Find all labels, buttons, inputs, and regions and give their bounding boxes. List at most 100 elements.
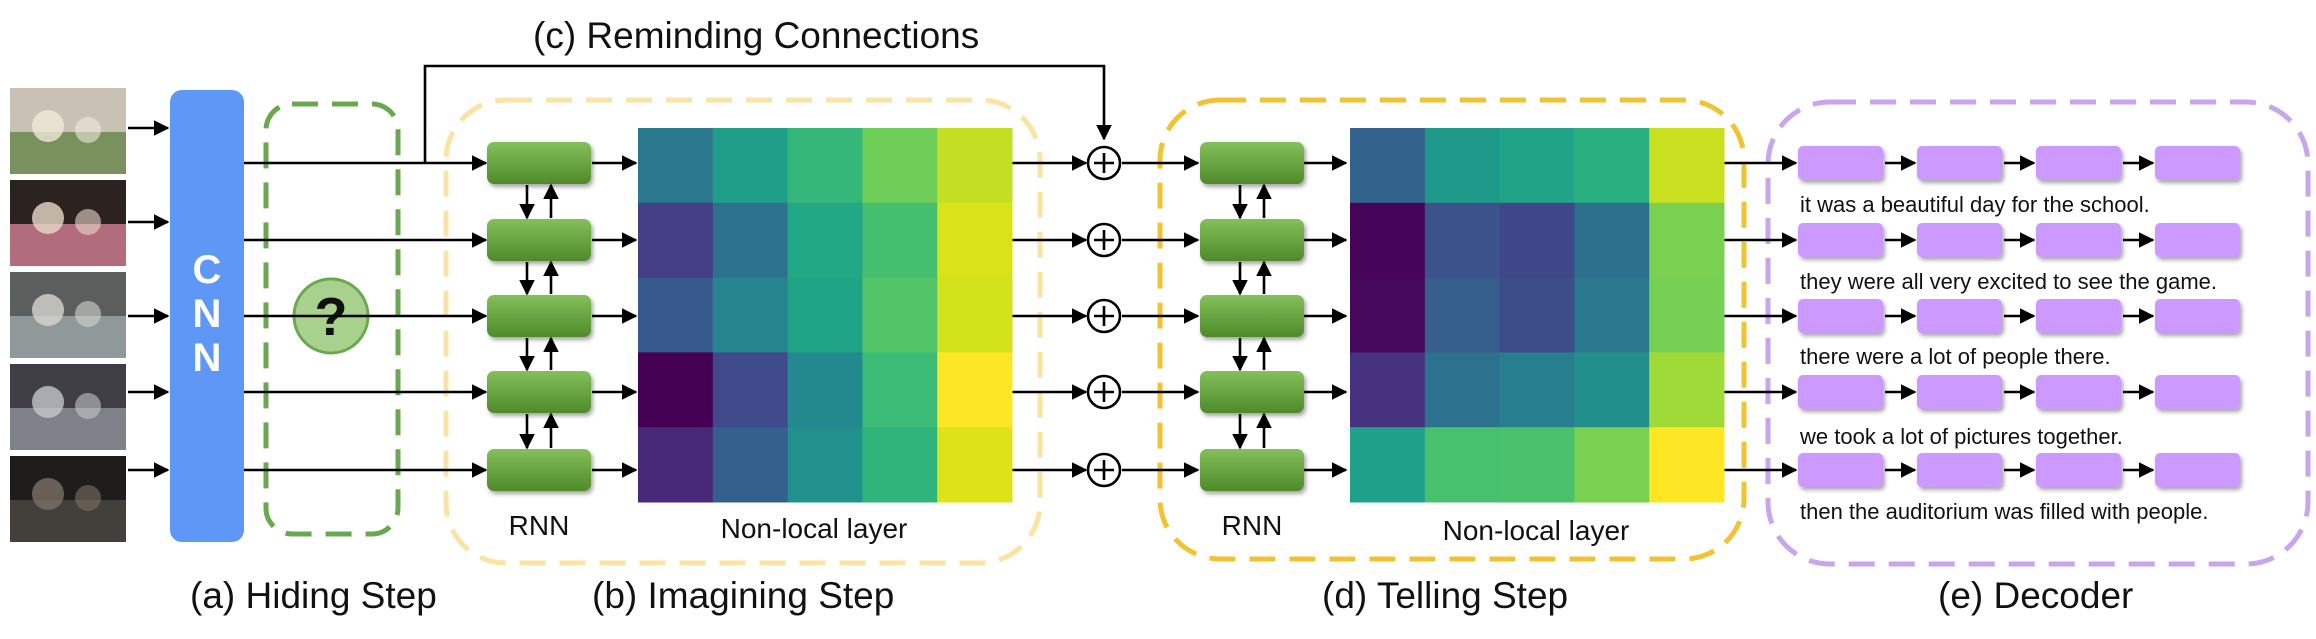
decoder-cell-r2-c2 (1917, 223, 2002, 257)
decoder-cell-r5-c3 (2036, 453, 2121, 487)
decoder-cell-r3-c3 (2036, 299, 2121, 333)
telling-heat-cell-r5c5 (1649, 427, 1725, 503)
rnn-label-telling: RNN (1222, 510, 1283, 541)
photo-5-auditorium (10, 456, 126, 542)
decoder-cell-r5-c2 (1917, 453, 2002, 487)
reminding-add-nodes (1086, 145, 1122, 488)
imagining-heat-cell-r5c2 (712, 427, 789, 503)
telling-rnn-cell-4 (1200, 371, 1304, 413)
telling-heat-cell-r1c4 (1574, 128, 1650, 204)
imagining-heat-cell-r2c3 (787, 202, 863, 279)
nonlocal-label-imagining: Non-local layer (721, 513, 908, 544)
telling-heat-cell-r1c5 (1649, 128, 1725, 204)
imagining-rnn-cell-5 (487, 449, 591, 491)
decoder-cell-r5-c4 (2155, 453, 2240, 487)
telling-step-label: (d) Telling Step (1322, 575, 1568, 616)
imagining-heat-cell-r1c4 (862, 128, 938, 204)
imagining-nonlocal-heatmap (638, 128, 1013, 503)
telling-heat-cell-r4c5 (1649, 352, 1725, 428)
imagining-heat-cell-r5c4 (862, 427, 938, 503)
telling-heat-cell-r3c4 (1574, 277, 1650, 353)
imagining-step-border (443, 97, 1043, 566)
imagining-heat-cell-r2c2 (712, 202, 789, 279)
telling-rnn-cell-1 (1200, 142, 1304, 184)
telling-step-border (1157, 97, 1747, 562)
telling-heat-cell-r2c4 (1574, 202, 1650, 279)
nonlocal-label-telling: Non-local layer (1443, 515, 1630, 546)
telling-heat-cell-r5c2 (1424, 427, 1501, 503)
telling-heat-cell-r3c2 (1424, 277, 1501, 353)
input-photos (10, 88, 126, 542)
photo-3-group-figure-a (32, 294, 64, 326)
photo-4-stairs (10, 364, 126, 450)
imagining-heat-cell-r2c4 (862, 202, 938, 279)
telling-heat-cell-r2c5 (1649, 202, 1725, 279)
sentence-1: it was a beautiful day for the school. (1800, 192, 2150, 217)
photo-4-stairs-figure-a (32, 386, 64, 418)
imagining-heat-cell-r5c3 (787, 427, 863, 503)
imagining-heat-cell-r3c4 (862, 277, 938, 353)
decoder-cell-r1-c2 (1917, 146, 2002, 180)
sentence-3: there were a lot of people there. (1800, 344, 2111, 369)
telling-heat-cell-r3c1 (1350, 277, 1426, 353)
hiding-step-label: (a) Hiding Step (190, 575, 437, 616)
cnn-letter-c: C (193, 248, 222, 292)
decoder-cell-r4-c2 (1917, 375, 2002, 409)
decoder-cell-r2-c1 (1798, 223, 1883, 257)
telling-heat-cell-r3c5 (1649, 277, 1725, 353)
telling-rnn-stack (1200, 142, 1304, 491)
photo-4-stairs-figure-b (75, 393, 101, 419)
photo-to-cnn-arrows (128, 120, 170, 478)
photo-2-students-figure-a (32, 202, 64, 234)
photo-3-group-lower (10, 316, 126, 358)
flow-arrows (244, 155, 1798, 478)
telling-heat-cell-r3c3 (1499, 277, 1575, 353)
add-node-2 (1086, 222, 1122, 258)
decoder-cell-r3-c4 (2155, 299, 2240, 333)
sentence-5: then the auditorium was filled with peop… (1800, 499, 2208, 524)
add-node-5 (1086, 452, 1122, 488)
cnn-letter-n1: N (193, 292, 222, 336)
photo-5-auditorium-figure-a (32, 478, 64, 510)
decoder-cell-r1-c1 (1798, 146, 1883, 180)
imagining-heat-cell-r4c2 (712, 352, 789, 428)
telling-heat-cell-r2c3 (1499, 202, 1575, 279)
imagining-step-label: (b) Imagining Step (592, 575, 894, 616)
decoder-cell-r5-c1 (1798, 453, 1883, 487)
imagining-rnn-cell-4 (487, 371, 591, 413)
reminding-connection-arrow (423, 64, 1112, 163)
telling-heat-cell-r4c4 (1574, 352, 1650, 428)
decoder-cell-r2-c3 (2036, 223, 2121, 257)
reminding-connections-label: (c) Reminding Connections (533, 15, 979, 56)
add-node-1 (1086, 145, 1122, 181)
photo-3-group-figure-b (75, 301, 101, 327)
add-node-3 (1086, 298, 1122, 334)
photo-2-students-lower (10, 224, 126, 266)
photo-2-students (10, 180, 126, 266)
rnn-label-imagining: RNN (509, 510, 570, 541)
decoder-cell-r4-c1 (1798, 375, 1883, 409)
imagining-heat-cell-r2c1 (638, 202, 714, 279)
imagining-heat-cell-r4c4 (862, 352, 938, 428)
imagining-heat-cell-r4c3 (787, 352, 863, 428)
telling-nonlocal-heatmap (1350, 128, 1725, 503)
telling-heat-cell-r2c1 (1350, 202, 1426, 279)
photo-1-flowers-figure-a (32, 110, 64, 142)
imagining-heat-cell-r1c5 (937, 128, 1013, 204)
telling-rnn-cell-5 (1200, 449, 1304, 491)
decoder-cell-r1-c4 (2155, 146, 2240, 180)
imagining-heat-cell-r1c1 (638, 128, 714, 204)
imagining-heat-cell-r4c1 (638, 352, 714, 428)
decoder-border (1765, 99, 2311, 567)
telling-heat-cell-r1c3 (1499, 128, 1575, 204)
telling-rnn-cell-3 (1200, 295, 1304, 337)
imagining-rnn-cell-2 (487, 219, 591, 261)
decoder-cells (1798, 146, 2240, 487)
cnn-letter-n2: N (193, 336, 222, 380)
photo-5-auditorium-lower (10, 500, 126, 542)
imagining-heat-cell-r5c5 (937, 427, 1013, 503)
telling-heat-cell-r5c4 (1574, 427, 1650, 503)
add-node-4 (1086, 374, 1122, 410)
imagining-heat-cell-r2c5 (937, 202, 1013, 279)
